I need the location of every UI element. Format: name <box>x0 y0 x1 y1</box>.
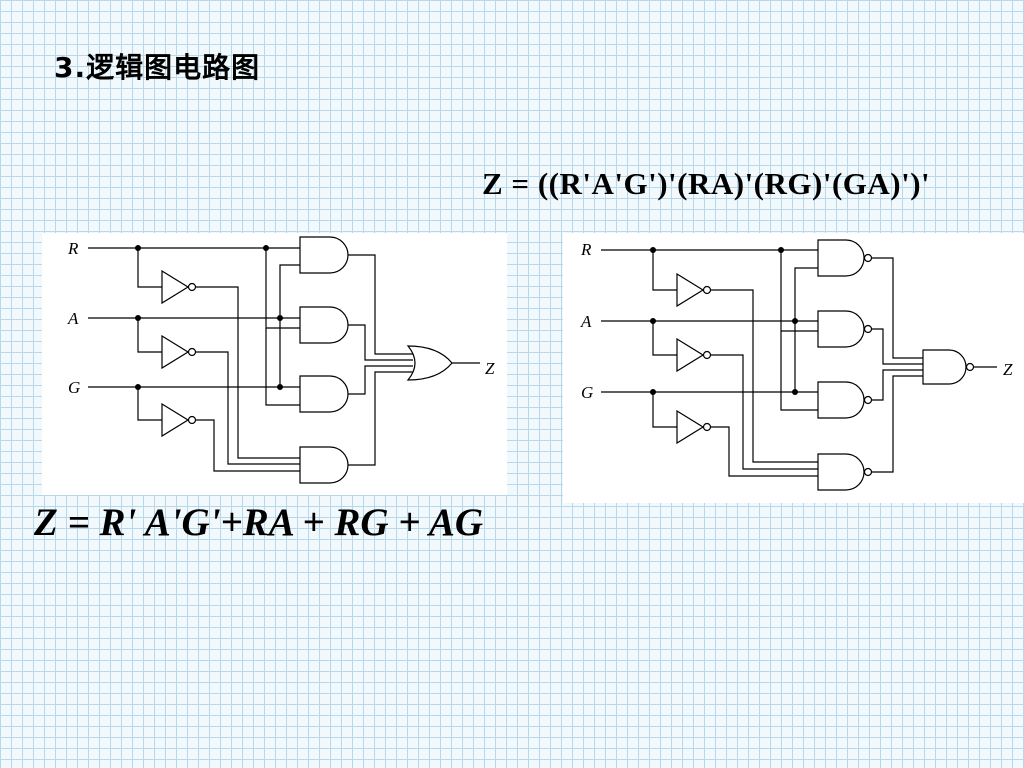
and-gate-3 <box>299 375 349 413</box>
and-gate-1 <box>299 236 349 274</box>
not-gate-g <box>161 402 197 438</box>
input-label-a: A <box>580 312 592 331</box>
or-gate <box>406 345 453 381</box>
inverted-signal-wires <box>196 286 300 472</box>
not-gate-a <box>161 334 197 370</box>
output-label-z: Z <box>1003 360 1013 379</box>
nand-gate-4 <box>817 453 873 491</box>
nand-gate-3 <box>817 381 873 419</box>
sum-of-products-formula: Z = R' A'G'+RA + RG + AG <box>34 501 483 544</box>
final-nand-input-wires <box>872 257 923 473</box>
or-input-wires <box>348 254 413 466</box>
input-wires <box>601 249 818 393</box>
input-wires <box>88 247 300 388</box>
not-gate-g <box>676 409 712 445</box>
not-gate-r <box>676 272 712 308</box>
output-label-z: Z <box>485 359 495 378</box>
slide-title: 3.逻辑图电路图 <box>54 51 261 84</box>
final-nand-gate <box>922 349 975 385</box>
input-label-r: R <box>67 239 79 258</box>
input-label-g: G <box>581 383 593 402</box>
and-gate-4 <box>299 446 349 484</box>
input-label-a: A <box>67 309 79 328</box>
nand-nand-circuit-diagram: R A G Z <box>563 233 1024 503</box>
and-gate-2 <box>299 306 349 344</box>
inverter-feed-wires <box>137 248 162 421</box>
inverter-feed-wires <box>652 250 677 428</box>
and-input-wires <box>265 248 300 406</box>
input-label-r: R <box>580 240 592 259</box>
nand-formula: Z = ((R'A'G')'(RA)'(RG)'(GA)')' <box>482 166 931 201</box>
nand-input-wires <box>780 250 818 411</box>
not-gate-a <box>676 337 712 373</box>
input-label-g: G <box>68 378 80 397</box>
nand-gate-1 <box>817 239 873 277</box>
inverted-signal-wires <box>711 289 818 477</box>
and-or-circuit-diagram: R A G Z <box>42 233 507 495</box>
nand-gate-2 <box>817 310 873 348</box>
not-gate-r <box>161 269 197 305</box>
